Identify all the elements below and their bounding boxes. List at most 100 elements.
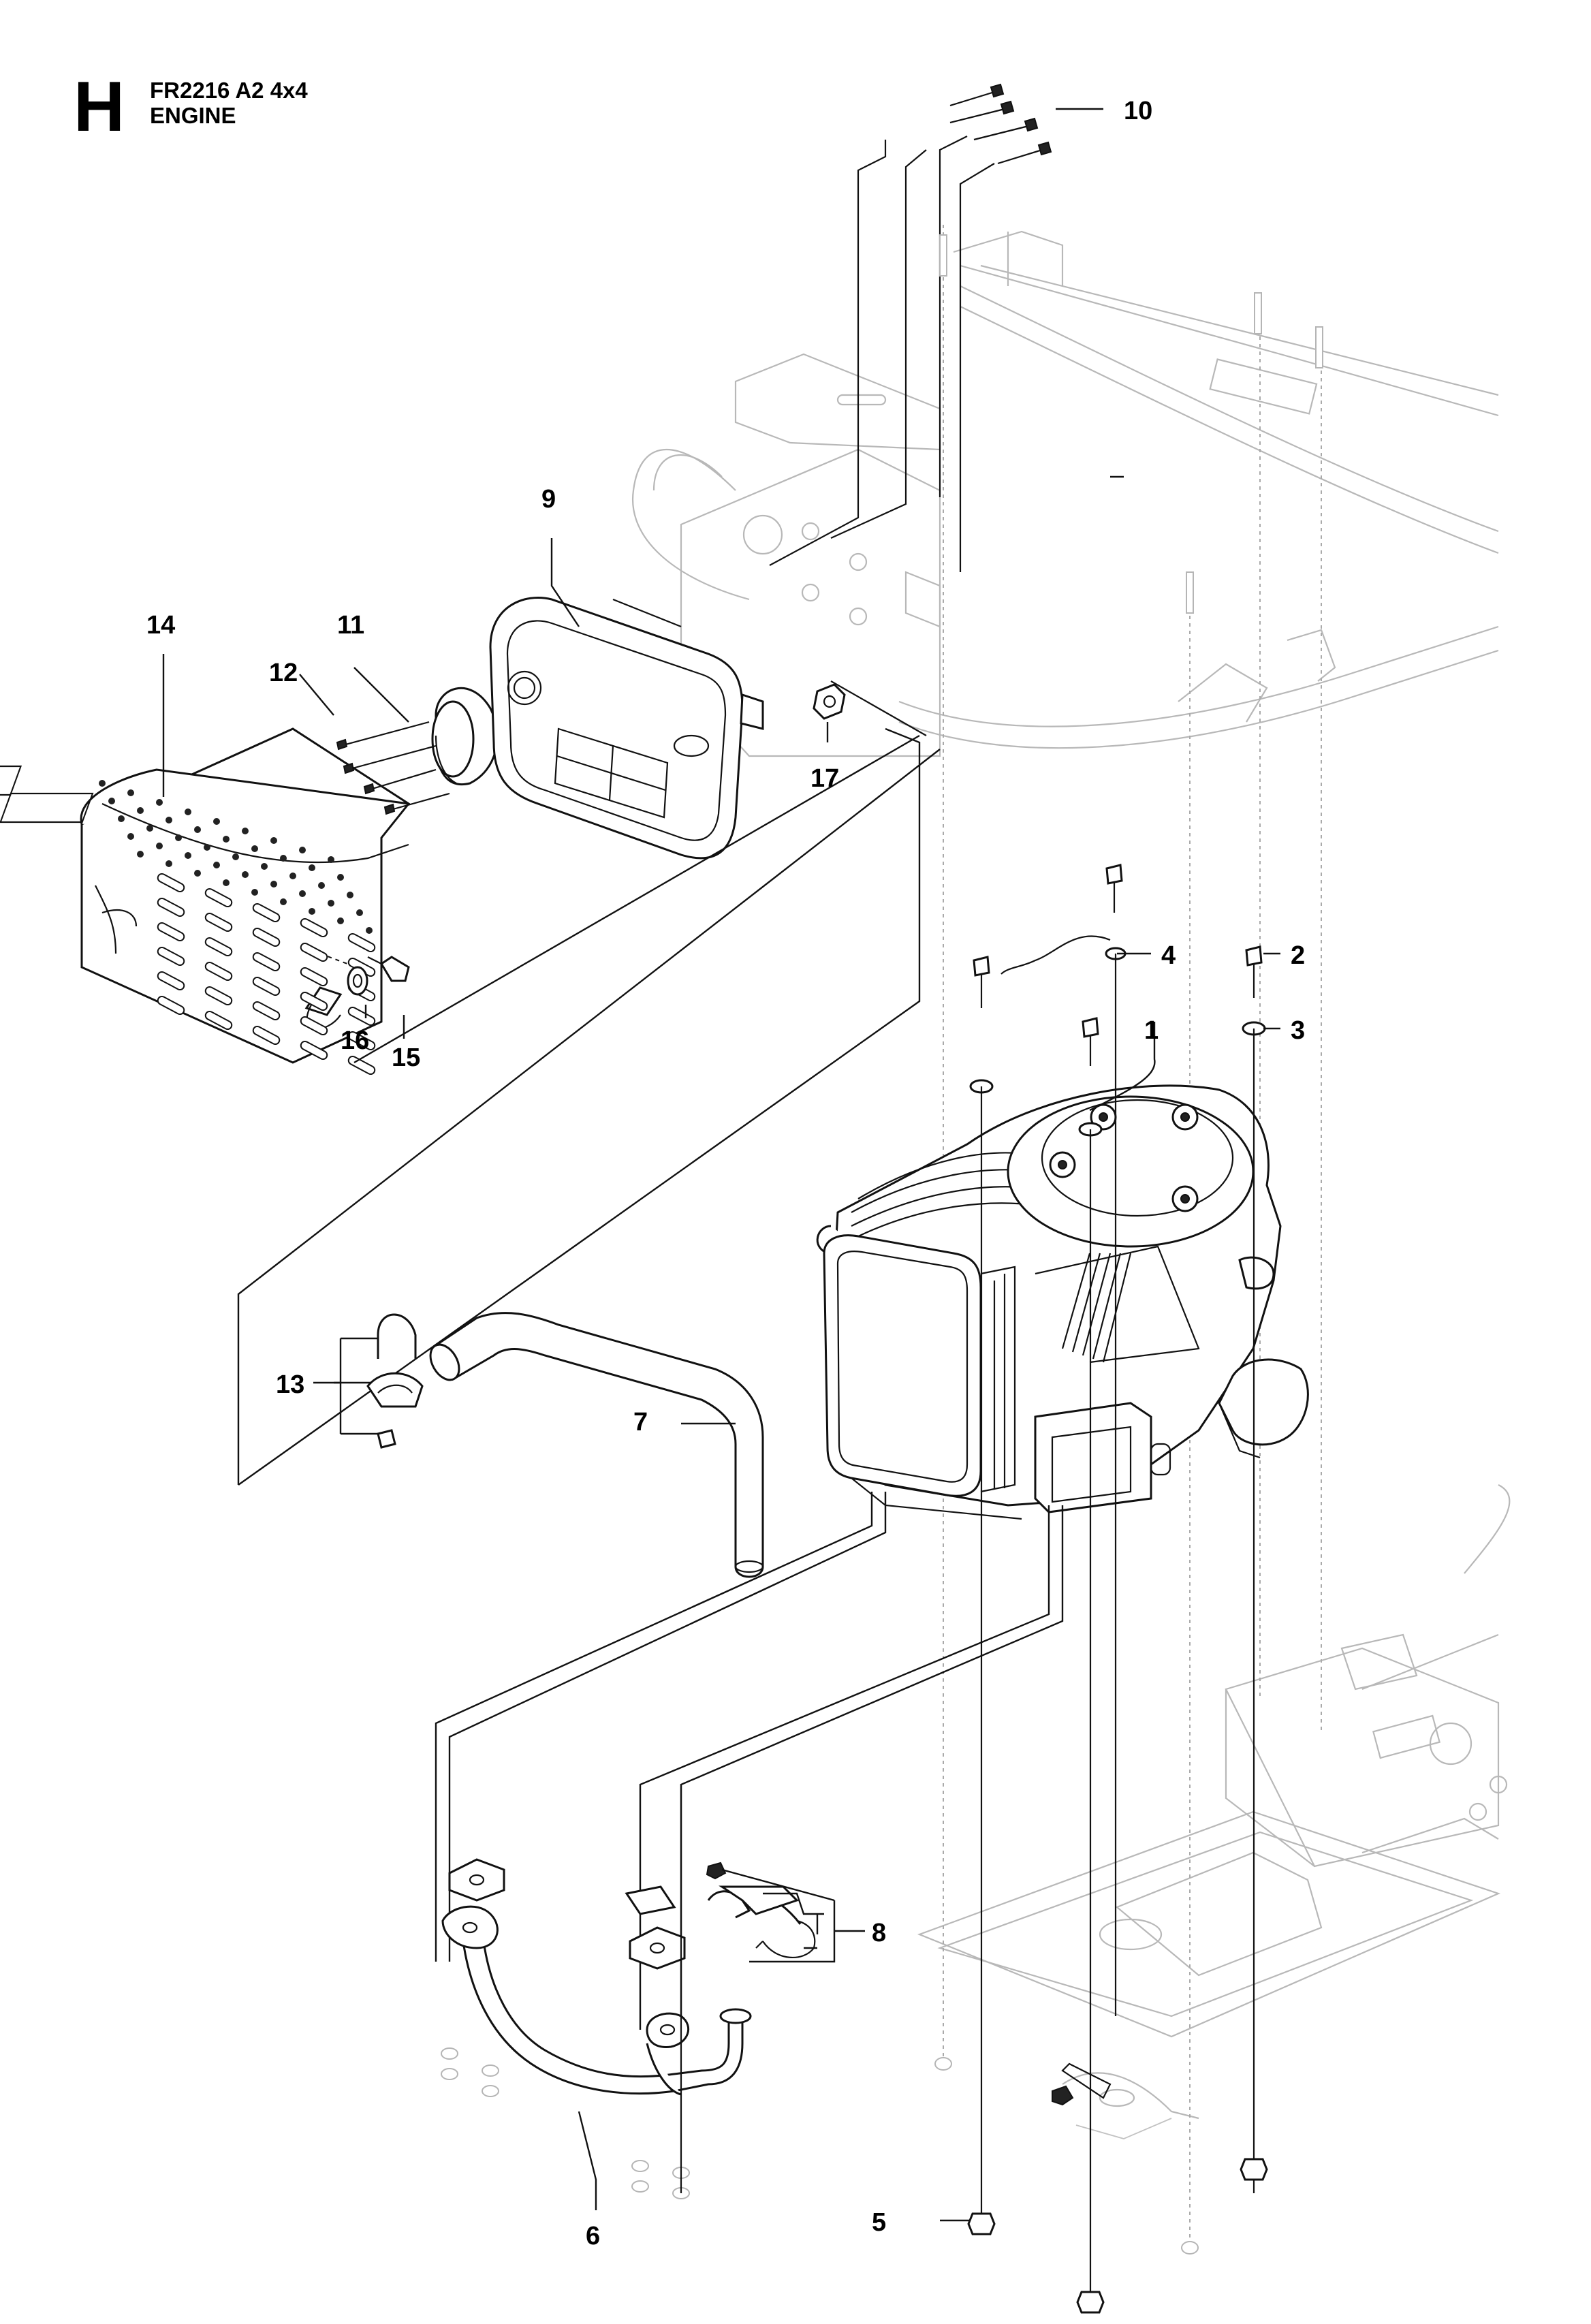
vent-dot	[309, 908, 315, 915]
muffler-connector-outline	[238, 727, 921, 1486]
vent-slot	[347, 1055, 376, 1075]
vent-dot	[242, 828, 249, 834]
callout-11: 11	[337, 611, 364, 640]
callout-4: 4	[1161, 941, 1176, 970]
vent-slot	[252, 976, 281, 996]
vent-slot	[300, 942, 328, 962]
gaskets	[448, 1858, 686, 1970]
vent-dot	[270, 881, 277, 888]
vent-slot	[157, 946, 185, 967]
vent-dot	[270, 837, 277, 844]
vent-dot	[213, 818, 220, 825]
vent-dot	[223, 836, 230, 843]
vent-dot	[309, 864, 315, 871]
exhaust-pipe-7	[429, 1312, 764, 1578]
lower-hardware	[441, 234, 1323, 2255]
callout-10: 10	[1124, 97, 1152, 125]
spark-arrestor	[431, 687, 499, 786]
vent-dot	[99, 780, 106, 787]
vent-dot	[146, 825, 153, 832]
clamp-kit-13	[366, 1313, 424, 1449]
nut-17	[813, 683, 846, 720]
callout-15: 15	[392, 1043, 420, 1072]
callout-16: 16	[341, 1026, 369, 1055]
vent-dot	[185, 852, 191, 859]
vent-dot	[213, 862, 220, 868]
vent-slot	[204, 888, 233, 908]
vent-slot	[157, 971, 185, 991]
callout-13: 13	[276, 1370, 304, 1399]
vent-dot	[251, 889, 258, 896]
vent-slot	[252, 902, 281, 923]
vent-dot	[156, 799, 163, 806]
vent-slot	[157, 922, 185, 942]
vent-dot	[328, 900, 334, 907]
callout-1: 1	[1144, 1016, 1159, 1045]
clamp-kit-8	[706, 1862, 816, 1959]
chassis-frame	[631, 230, 1511, 2139]
callout-labels: 1 2 3 4 5 6 7 8 9 10 11 12 13 14 15 16 1…	[146, 97, 1305, 2250]
vent-slot	[204, 912, 233, 932]
vent-dot	[299, 890, 306, 897]
vent-dot	[347, 892, 353, 898]
vent-dot	[127, 789, 134, 796]
bolts-10	[769, 83, 1052, 736]
vent-dot	[289, 873, 296, 879]
vent-dot	[356, 909, 363, 916]
vent-slot	[204, 1010, 233, 1031]
callout-8: 8	[872, 1919, 886, 1947]
vent-dot	[127, 833, 134, 840]
screws-12	[336, 721, 450, 815]
leader-lines	[162, 108, 1280, 2222]
vent-dot	[166, 860, 172, 867]
muffler-guard-vents	[99, 780, 376, 1075]
vent-dot	[137, 851, 144, 858]
callout-3: 3	[1291, 1016, 1305, 1045]
vent-slot	[204, 961, 233, 982]
vent-slot	[157, 995, 185, 1016]
vent-slot	[347, 932, 376, 953]
vent-dot	[280, 855, 287, 862]
vent-dot	[232, 853, 239, 860]
vent-slot	[252, 1001, 281, 1021]
vent-slot	[252, 1025, 281, 1046]
vent-dot	[299, 847, 306, 853]
vent-dot	[156, 843, 163, 849]
washer-16	[347, 966, 368, 996]
vent-slot	[204, 986, 233, 1006]
vent-dot	[185, 808, 191, 815]
vent-dot	[251, 845, 258, 852]
exhaust-pipe-6	[441, 1885, 752, 2096]
vent-dot	[194, 870, 201, 877]
vent-dot	[194, 826, 201, 833]
vent-slot	[157, 897, 185, 917]
vent-dot	[166, 817, 172, 823]
vent-dot	[318, 882, 325, 889]
vent-dot	[175, 834, 182, 841]
vent-dot	[204, 844, 210, 851]
vent-dot	[242, 871, 249, 878]
muffler	[489, 597, 764, 860]
vent-slot	[157, 873, 185, 893]
vent-dot	[280, 898, 287, 905]
vent-slot	[347, 1031, 376, 1051]
callout-12: 12	[269, 659, 298, 687]
callout-9: 9	[541, 485, 556, 514]
vent-slot	[252, 952, 281, 972]
vent-dot	[137, 807, 144, 814]
vent-slot	[300, 967, 328, 987]
callout-17: 17	[810, 764, 839, 793]
vent-dot	[366, 927, 373, 934]
callout-2: 2	[1291, 941, 1305, 970]
vent-slot	[300, 1016, 328, 1036]
pipe7-routing	[448, 1492, 887, 1962]
vent-dot	[261, 863, 268, 870]
section-title: ENGINE	[150, 103, 236, 128]
vent-slot	[300, 991, 328, 1011]
vent-slot	[347, 1006, 376, 1026]
vent-slot	[300, 917, 328, 938]
callout-6: 6	[586, 2222, 600, 2250]
vent-dot	[337, 917, 344, 924]
section-letter: H	[74, 67, 125, 146]
